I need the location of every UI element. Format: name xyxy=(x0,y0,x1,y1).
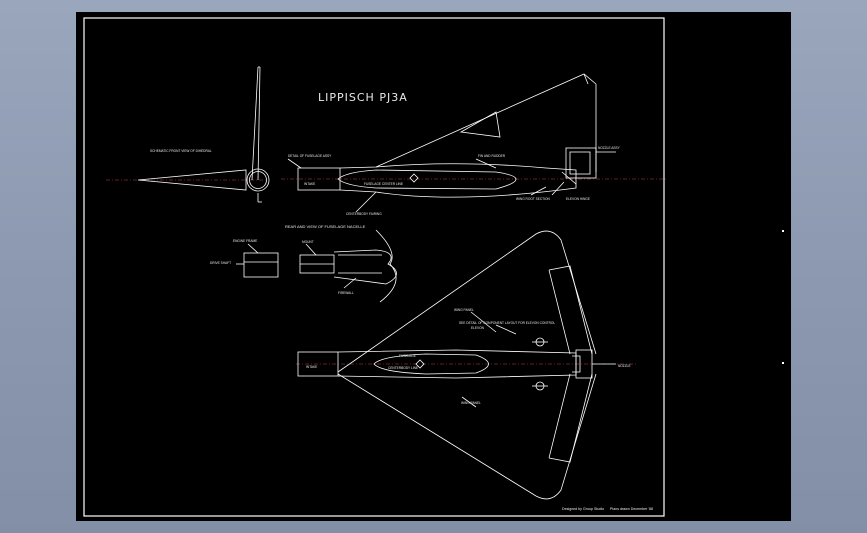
plan-left-note: INTAKE xyxy=(306,365,317,369)
rear-mid-note: MOUNT xyxy=(302,240,314,244)
rear-left-note: ENGINE FRAME xyxy=(233,239,257,243)
side-right-note: NOZZLE ASSY xyxy=(598,146,621,150)
edge-marker-bottom xyxy=(782,362,784,364)
side-inlet-note: INTAKE xyxy=(304,182,315,186)
side-center-note: FUSELAGE CENTER LINE xyxy=(364,182,403,186)
rear-view xyxy=(236,229,397,303)
side-lower-right-note: WING ROOT SECTION xyxy=(516,197,550,201)
rear-view-note: REAR AND VIEW OF FUSELAGE NACELLE xyxy=(285,224,366,229)
plan-view xyxy=(296,230,636,500)
edge-marker-top xyxy=(782,230,784,232)
drawing-title: LIPPISCH PJ3A xyxy=(318,91,408,104)
plan-mid-note-2: ELEVON xyxy=(471,326,485,330)
cad-drawing: LIPPISCH PJ3A SCHEMATIC FRONT VIEW OF DI… xyxy=(83,17,784,517)
front-view-note: SCHEMATIC FRONT VIEW OF DIHEDRAL xyxy=(150,149,212,153)
drawing-border xyxy=(83,17,665,517)
front-view xyxy=(106,66,270,203)
rear-left-note-2: DRIVE SHAFT xyxy=(210,261,231,265)
side-top-note: DETAIL OF FUSELAGE ASSY xyxy=(288,154,332,158)
rear-bottom-note: FIREWALL xyxy=(338,291,354,295)
plan-mid-note-1: SEE DETAIL OF COMPONENT LAYOUT FOR ELEVO… xyxy=(459,321,555,325)
side-bottom-note: CENTERBODY FAIRING xyxy=(346,212,382,216)
plan-center-note-1: FUSELAGE xyxy=(399,354,416,358)
footer-date: Plans drawn December '88 xyxy=(610,507,653,511)
side-lower-right-note-2: ELEVON HINGE xyxy=(566,197,590,201)
side-view xyxy=(281,73,666,213)
plan-bottom-note: WING PANEL xyxy=(461,401,481,405)
drawing-canvas: LIPPISCH PJ3A SCHEMATIC FRONT VIEW OF DI… xyxy=(76,12,791,521)
plan-top-note: WING PANEL xyxy=(454,308,474,312)
plan-right-note: NOZZLE xyxy=(618,364,631,368)
footer-designer: Designed by Group Studio xyxy=(562,507,604,511)
plan-center-note-2: CENTERBODY LINE xyxy=(388,366,418,370)
side-fin-note: FIN AND RUDDER xyxy=(478,154,506,158)
